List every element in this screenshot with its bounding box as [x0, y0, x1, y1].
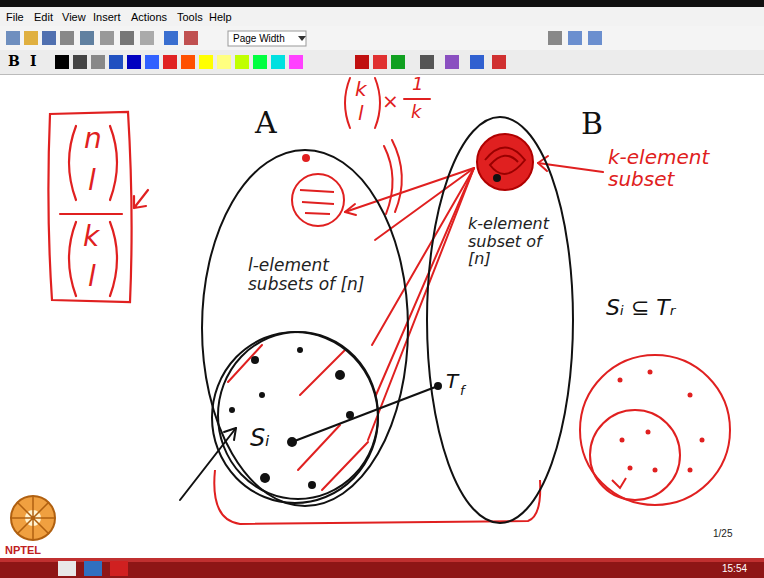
highlighted-subset [477, 134, 533, 190]
times-sign: × [382, 90, 399, 112]
clock: 15:54 [722, 563, 747, 574]
binomial-top: k [355, 78, 367, 100]
set-ellipse-stroke [427, 117, 573, 523]
map-line [292, 382, 442, 442]
binomial-bottom: l [88, 166, 96, 197]
hatching [228, 345, 368, 490]
nptel-logo [11, 496, 55, 540]
subset-circle-outline [210, 330, 380, 505]
ratio-box [48, 112, 148, 302]
toolbar [0, 26, 764, 50]
set-ellipse-outline [200, 148, 410, 508]
formula-strokes [345, 78, 430, 214]
menu-item: Tools [177, 11, 203, 23]
set-ellipse: Al-element subsets of [n]Sᵢ [200, 148, 410, 508]
set-description: k-element subset of [n] [468, 215, 560, 268]
binomial-bottom: l [88, 262, 96, 293]
logo-text: NPTEL [5, 544, 41, 556]
page-counter: 1/25 [713, 528, 732, 539]
set-name: B [581, 107, 603, 140]
toolbar-edge [0, 74, 764, 75]
zoom-dropdown: Page Width [233, 33, 285, 44]
dropdown-arrow [298, 36, 306, 41]
point-label: T [446, 370, 458, 392]
italic-button: I [30, 54, 37, 69]
binomial-top: n [84, 124, 102, 155]
pen-toolbar [0, 50, 764, 74]
callout-note: k-element subset [608, 146, 718, 190]
menu-item: Edit [34, 11, 53, 23]
venn-dots [618, 370, 705, 473]
menu-item: Help [209, 11, 232, 23]
subset-circle [292, 155, 344, 226]
menu-item: Actions [131, 11, 167, 23]
menu-item: View [62, 11, 86, 23]
bold-button: B [8, 54, 20, 69]
denominator: k [411, 102, 421, 122]
pen-color-swatches [55, 55, 506, 69]
menu-item: File [6, 11, 24, 23]
subscript: f [460, 384, 465, 398]
binomial-bottom: l [358, 102, 364, 124]
taskbar-icon [58, 561, 76, 576]
set-ellipse-stroke [202, 150, 408, 506]
menu-bar [0, 7, 764, 26]
element-name: Sᵢ [250, 425, 270, 451]
subset-circle: Sᵢ [210, 330, 380, 505]
subset-circle-stroke [218, 332, 378, 499]
set-ellipse: Bk-element subset of [n] [425, 115, 575, 525]
menu-item: Insert [93, 11, 121, 23]
set-name: A [255, 106, 277, 139]
mapping-lines [345, 168, 474, 440]
taskbar [0, 558, 764, 578]
numerator: 1 [412, 74, 423, 94]
zoom-box [228, 31, 306, 46]
set-description: l-element subsets of [n] [248, 256, 368, 293]
title-bar [0, 0, 764, 7]
set-ellipse-outline [425, 115, 575, 525]
subset-circle-stroke [212, 332, 378, 503]
binomial-top: k [83, 222, 99, 253]
subset-relation: Sᵢ ⊆ Tᵣ [606, 296, 675, 320]
element-dots [229, 347, 354, 489]
venn-sketch [580, 355, 730, 505]
toolbar-icons [6, 31, 602, 45]
taskbar-icon [110, 561, 128, 576]
taskbar-icon [84, 561, 102, 576]
pointer-arrow [180, 428, 236, 500]
